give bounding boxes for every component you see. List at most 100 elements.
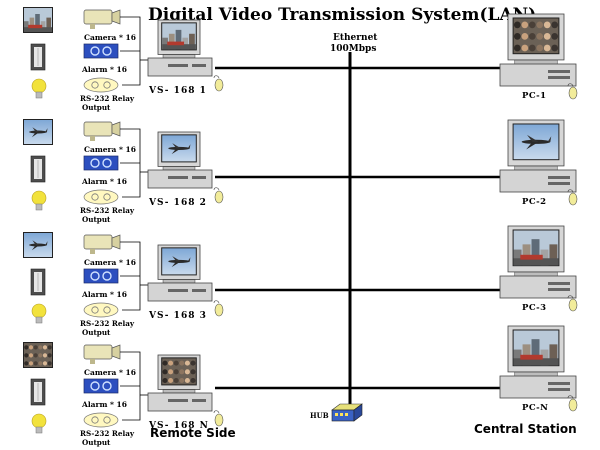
scene-plane (162, 135, 196, 162)
pc-monitor (507, 225, 565, 277)
camera-icon (83, 9, 121, 29)
alarm-vcr-icon (83, 155, 119, 171)
pc-label: PC-2 (522, 197, 547, 207)
scene-city (162, 23, 196, 50)
camera-count-label: Camera * 16 (84, 33, 136, 42)
pc-label: PC-1 (522, 91, 547, 101)
relay-output-label: RS-232 Relay (80, 429, 135, 438)
scene-plane (24, 120, 52, 144)
pc-case (499, 275, 577, 299)
server-monitor (157, 131, 201, 171)
alarm-count-label: Alarm * 16 (81, 65, 127, 74)
relay-output-label-line2: Output (82, 328, 111, 337)
light-bulb-icon (31, 78, 47, 99)
central-pc-1: PC-1 (499, 13, 578, 101)
relay-output-label: RS-232 Relay (80, 206, 135, 215)
central-station-label: Central Station (474, 422, 577, 436)
pc-monitor (507, 325, 565, 377)
camera-icon (83, 344, 121, 364)
pc-case (499, 63, 577, 87)
scene-city (513, 330, 559, 366)
video-server-3 (147, 244, 224, 317)
alarm-vcr-icon (83, 268, 119, 284)
pc-label: PC-3 (522, 303, 547, 313)
video-server-4 (147, 354, 224, 427)
remote-scene-thumbnail (23, 232, 53, 258)
video-server-1 (147, 19, 224, 92)
pc-monitor (507, 13, 565, 65)
pc-case (499, 375, 577, 399)
relay-output-icon (83, 189, 119, 205)
relay-output-label: RS-232 Relay (80, 94, 135, 103)
alarm-count-label: Alarm * 16 (81, 290, 127, 299)
remote-side-label: Remote Side (150, 426, 236, 440)
relay-output-icon (83, 302, 119, 318)
alarm-vcr-icon (83, 378, 119, 394)
mouse-icon (213, 75, 224, 92)
camera-icon (83, 121, 121, 141)
light-bulb-icon (31, 190, 47, 211)
scene-crowd (24, 343, 52, 367)
relay-output-label-line2: Output (82, 438, 111, 447)
hub-label: HUB (310, 411, 329, 420)
relay-output-label: RS-232 Relay (80, 319, 135, 328)
ethernet-label: Ethernet (333, 33, 378, 43)
mouse-icon (567, 395, 578, 412)
relay-output-label-line2: Output (82, 103, 111, 112)
alarm-count-label: Alarm * 16 (81, 177, 127, 186)
scene-city (513, 230, 559, 266)
scene-plane (513, 124, 559, 160)
hub-icon (331, 403, 363, 422)
central-pcs: PC-1PC-2PC-3PC-N (499, 13, 578, 413)
ethernet-speed-label: 100Mbps (330, 44, 376, 54)
scene-plane (162, 248, 196, 275)
server-monitor (157, 354, 201, 394)
mouse-icon (567, 295, 578, 312)
server-label: VS- 168 3 (148, 311, 207, 321)
scene-crowd (162, 358, 196, 385)
central-pc-2: PC-2 (499, 119, 578, 207)
mouse-icon (213, 410, 224, 427)
server-label: VS- 168 1 (148, 86, 207, 96)
remote-scene-thumbnail (23, 342, 53, 368)
relay-output-label-line2: Output (82, 215, 111, 224)
door-sensor-icon (30, 155, 46, 183)
diagram-title: Digital Video Transmission System(LAN) (148, 5, 536, 25)
relay-output-icon (83, 412, 119, 428)
server-label: VS- 168 2 (148, 198, 207, 208)
camera-count-label: Camera * 16 (84, 368, 136, 377)
camera-icon (83, 234, 121, 254)
relay-output-icon (83, 77, 119, 93)
scene-city (24, 8, 52, 32)
camera-count-label: Camera * 16 (84, 258, 136, 267)
central-pc-3: PC-3 (499, 225, 578, 313)
video-server-2 (147, 131, 224, 204)
mouse-icon (567, 189, 578, 206)
door-sensor-icon (30, 378, 46, 406)
scene-crowd (513, 18, 559, 54)
camera-count-label: Camera * 16 (84, 145, 136, 154)
central-pc-4: PC-N (499, 325, 578, 413)
mouse-icon (567, 83, 578, 100)
remote-scene-thumbnail (23, 119, 53, 145)
server-monitor (157, 244, 201, 284)
door-sensor-icon (30, 268, 46, 296)
server-monitor (157, 19, 201, 59)
scene-plane (24, 233, 52, 257)
alarm-vcr-icon (83, 43, 119, 59)
remote-scene-thumbnail (23, 7, 53, 33)
pc-label: PC-N (522, 403, 548, 413)
mouse-icon (213, 187, 224, 204)
light-bulb-icon (31, 413, 47, 434)
mouse-icon (213, 300, 224, 317)
pc-monitor (507, 119, 565, 171)
light-bulb-icon (31, 303, 47, 324)
pc-case (499, 169, 577, 193)
server-label: VS- 168 N (148, 421, 209, 431)
